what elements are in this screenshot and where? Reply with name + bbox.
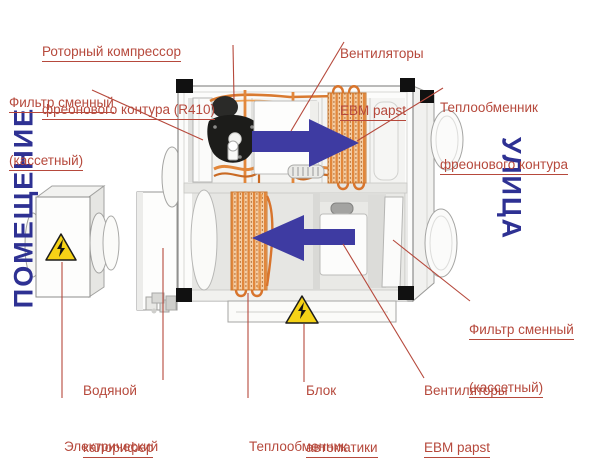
label-water-heater: Водяной калорифер (83, 343, 154, 464)
duct-bell (373, 101, 399, 181)
label-hx-bottom: Теплообменник фреонового контура (249, 439, 347, 454)
ceiling-band (320, 193, 386, 202)
label-filter-left: Фильтр сменный (кассетный) (9, 55, 114, 190)
label-fans-bottom: Вентиляторы EBM papst (424, 343, 508, 464)
high-voltage-warning-icon (45, 233, 77, 261)
label-filter-right: Фильтр сменный (кассетный) (469, 282, 574, 417)
arrow-right-icon (252, 119, 359, 167)
corner-caps (176, 78, 434, 302)
label-fans-top: Вентиляторы EBM papst (340, 6, 424, 140)
rotary-compressor (207, 96, 259, 163)
leader-lines (61, 41, 471, 398)
label-control-unit: Блок автоматики (306, 343, 378, 464)
duct-collar-left (190, 189, 218, 291)
arrow-left-icon (252, 215, 355, 261)
water-heater-panel (136, 191, 178, 314)
filter-cassette-right (368, 195, 404, 288)
high-voltage-warning-icon (285, 295, 319, 324)
label-electric-heater: Электрический калорифер (ТЭН) (64, 439, 159, 454)
electric-heater-box (24, 185, 120, 298)
label-compressor: Роторный компрессор фреонового контура (… (42, 4, 215, 139)
label-hx-top: Теплообменник фреонового контура (440, 60, 568, 194)
